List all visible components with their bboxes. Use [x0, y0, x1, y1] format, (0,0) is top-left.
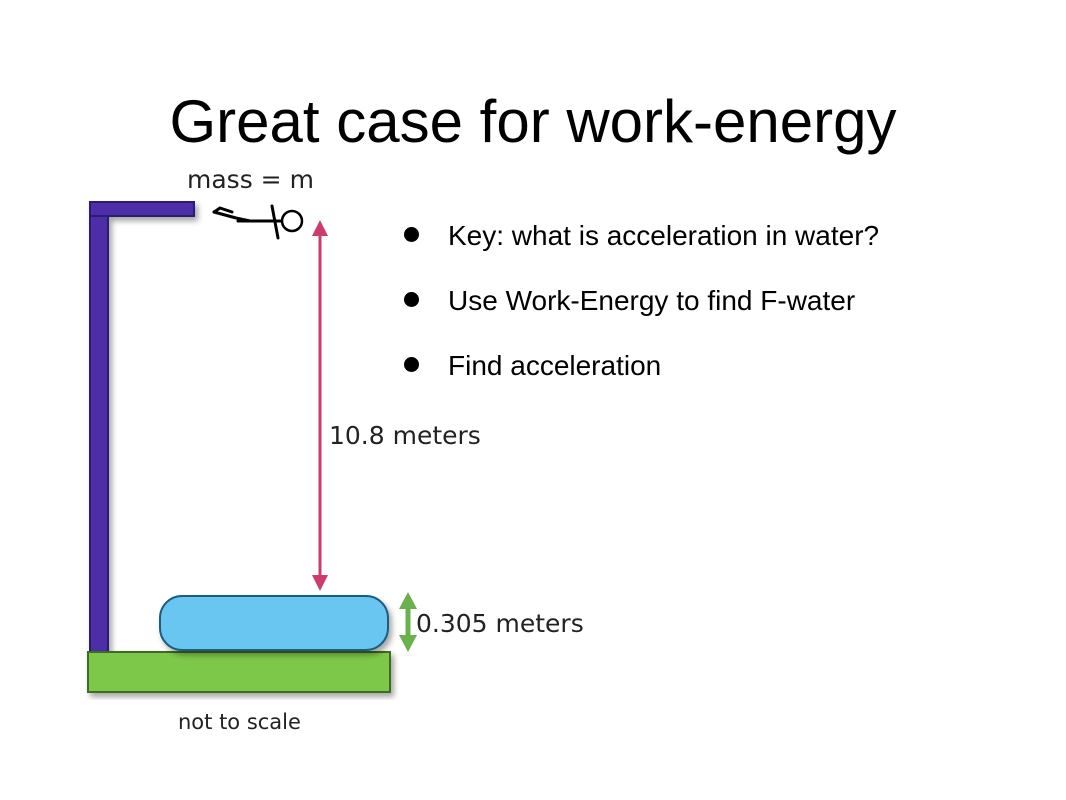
bullet-dot	[404, 292, 419, 307]
height-label: 10.8 meters	[329, 421, 481, 450]
height-arrow	[312, 220, 328, 591]
diver-figure	[212, 204, 304, 240]
mass-label: mass = m	[187, 165, 314, 194]
bullet-item: Find acceleration	[398, 344, 879, 409]
bullet-dot	[404, 357, 419, 372]
bullet-text: Use Work-Energy to find F-water	[448, 285, 856, 316]
scale-note: not to scale	[178, 710, 301, 734]
bullet-list: Key: what is acceleration in water? Use …	[398, 214, 879, 409]
water-pool	[159, 595, 389, 651]
bullet-dot	[404, 227, 419, 242]
diving-tower	[89, 201, 195, 656]
ground-base	[87, 651, 391, 693]
diving-platform	[89, 201, 195, 217]
bullet-item: Key: what is acceleration in water?	[398, 214, 879, 279]
depth-label: 0.305 meters	[416, 609, 584, 638]
bullet-text: Key: what is acceleration in water?	[448, 220, 880, 251]
depth-arrow	[399, 592, 417, 652]
bullet-item: Use Work-Energy to find F-water	[398, 279, 879, 344]
tower-pole	[89, 204, 109, 656]
slide-title: Great case for work-energy	[169, 88, 897, 155]
bullet-text: Find acceleration	[448, 350, 662, 381]
